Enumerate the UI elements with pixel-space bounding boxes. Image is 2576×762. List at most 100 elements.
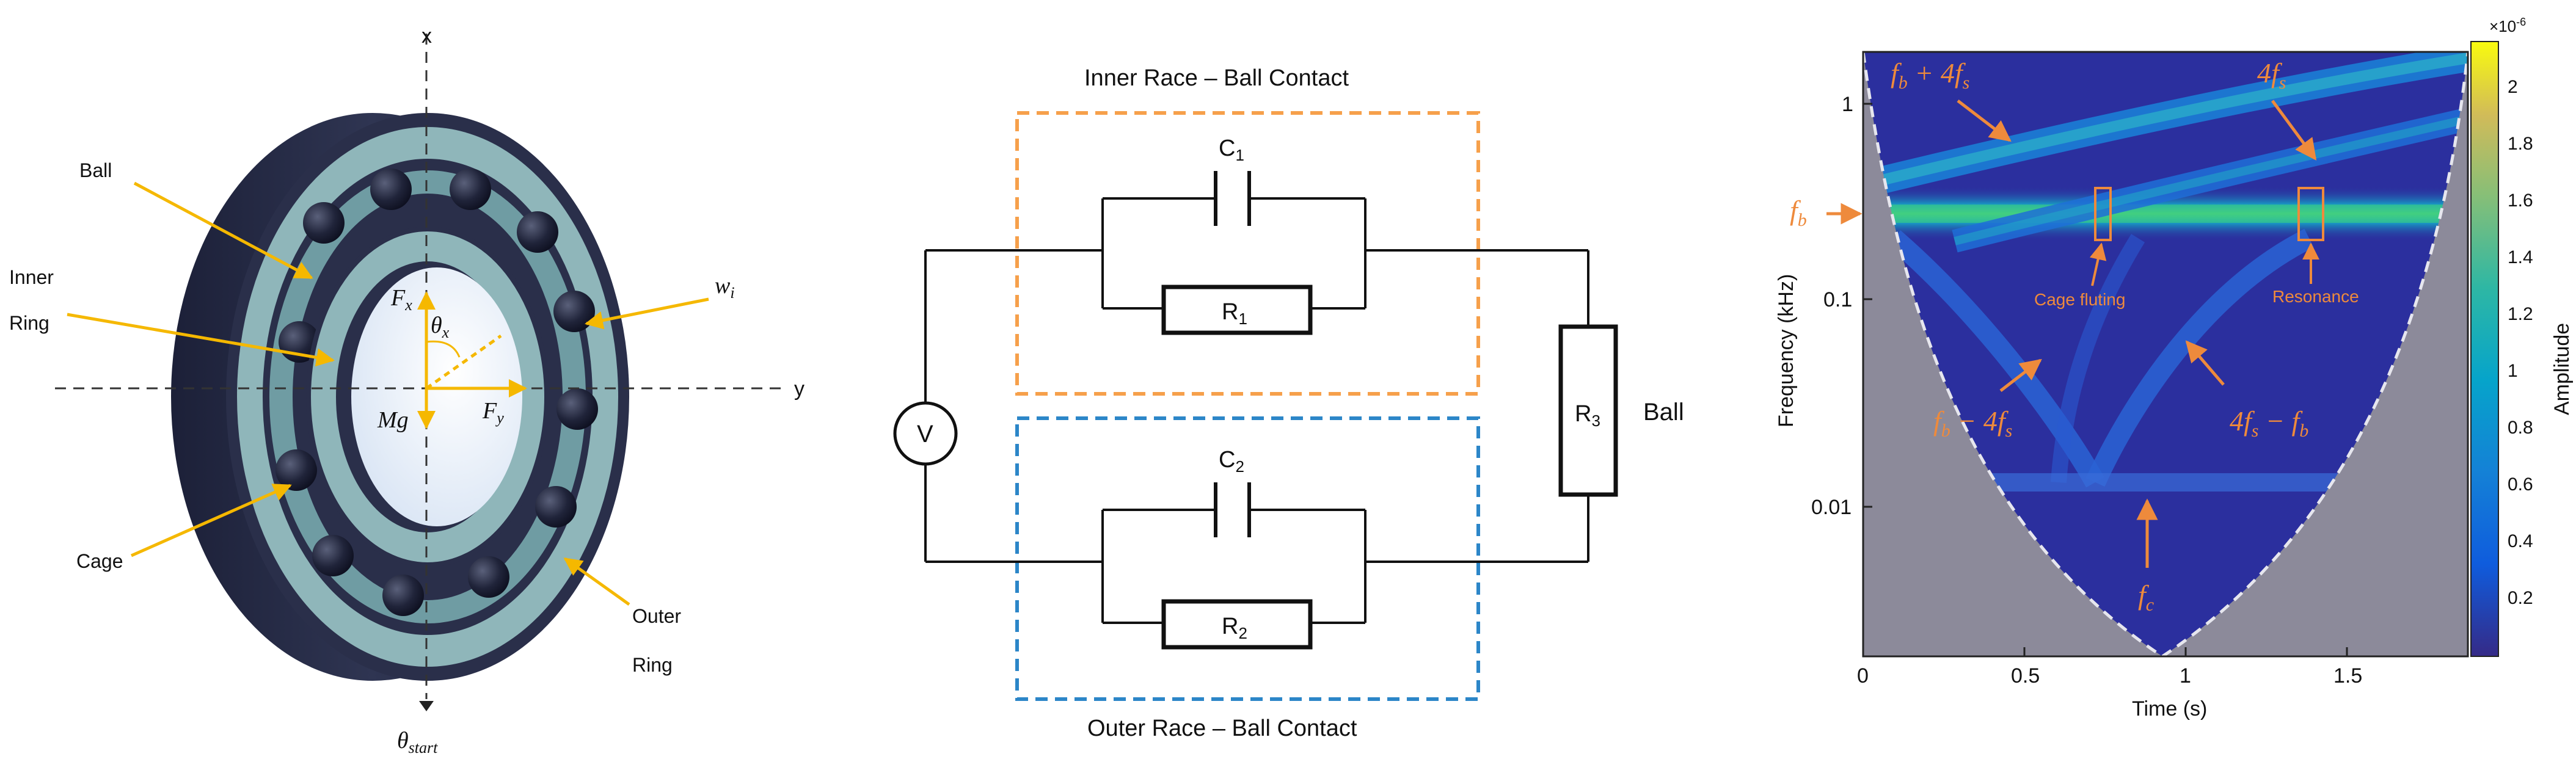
outer-ring-label-2: Ring [632, 654, 673, 676]
ball-label: Ball [79, 159, 112, 181]
inner-contact-box [1015, 111, 1480, 396]
outer-ring-pointer [563, 557, 630, 606]
cage-fluting-label: Cage fluting [2034, 290, 2125, 309]
spectrogram-image [1863, 52, 2468, 656]
y-axis-label: Frequency (kHz) [1775, 274, 1798, 427]
cbar-tick: 0.2 [2508, 588, 2533, 608]
coi-mask-right [2162, 52, 2468, 656]
fb-label: fb [1790, 195, 1807, 230]
cage-fluting-arrow [2089, 242, 2107, 286]
inner-ring-label-1: Inner [9, 266, 54, 288]
wires [924, 197, 1589, 624]
voltage-label: V [917, 421, 933, 448]
fb-minus-4fs-arrow [1999, 358, 2042, 392]
ball-resistor-label: Ball [1643, 399, 1684, 426]
cage-fluting-box [2094, 187, 2112, 241]
ball [468, 556, 509, 598]
axis-y-label: y [794, 377, 805, 401]
theta-arc [426, 340, 461, 358]
cbar-tick: 1 [2508, 361, 2518, 381]
fy-label: Fy [482, 398, 504, 427]
ball [303, 202, 345, 244]
circuit-panel: Inner Race – Ball Contact Outer Race – B… [893, 65, 1684, 741]
fb-plus-4fs-arrow [1957, 100, 2012, 142]
ball-pointer [133, 181, 313, 280]
ball [312, 535, 354, 576]
cbar-tick: 0.8 [2508, 418, 2533, 438]
cbar-tick: 2 [2508, 77, 2518, 97]
c1-label: C1 [1219, 136, 1244, 164]
spectrogram-panel: fb + 4fs 4fs fb Cage fluting Resonance f… [1775, 16, 2574, 720]
mg-label: Mg [377, 407, 409, 433]
y-tick-0.01: 0.01 [1811, 496, 1852, 519]
r2-label: R2 [1222, 614, 1247, 642]
colorbar-exponent: ×10-6 [2489, 16, 2526, 35]
theta-arrow [425, 334, 502, 390]
x-tick-0: 0 [1857, 664, 1869, 688]
capacitor-c1 [1214, 171, 1251, 226]
ball [517, 211, 558, 253]
ball [275, 449, 317, 491]
inner-ring-pointer [67, 313, 335, 367]
resistor-r1 [1161, 285, 1313, 335]
outer-ring-label-1: Outer [632, 605, 681, 627]
fs-minus-fb-band [2085, 228, 2314, 487]
x-tick-1.5: 1.5 [2333, 664, 2362, 688]
y-tick-1: 1 [1842, 93, 1853, 116]
resonance-box [2297, 187, 2324, 241]
colorbar-label: Amplitude [2550, 323, 2574, 415]
bore [351, 267, 522, 526]
theta-start-marker [419, 701, 434, 711]
inner-ring-label-2: Ring [9, 312, 49, 334]
coi-mask-left [1863, 52, 2162, 656]
wi-arrow [585, 297, 709, 330]
colorbar [2470, 41, 2499, 657]
cbar-tick: 0.6 [2508, 474, 2533, 495]
theta-start-label: θstart [397, 728, 438, 757]
ball [556, 388, 598, 430]
cbar-tick: 1.2 [2508, 304, 2533, 324]
x-ticks [1862, 647, 2348, 656]
r3-label: R3 [1575, 401, 1600, 430]
plot-frame [1862, 51, 2469, 658]
wi-label: wi [715, 273, 735, 302]
ball [535, 486, 577, 528]
cage-pointer [130, 484, 292, 557]
ball [370, 169, 412, 210]
fs-minus-fb-label: 4fs − fb [2230, 405, 2308, 441]
fx-label: Fx [390, 285, 412, 314]
ball [450, 169, 491, 210]
four-fs-arrow [2271, 100, 2317, 161]
cage-label: Cage [76, 550, 123, 572]
outer-contact-title: Outer Race – Ball Contact [1087, 716, 1357, 741]
cbar-tick: 1.6 [2508, 191, 2533, 211]
inner-contact-title: Inner Race – Ball Contact [1084, 65, 1349, 91]
theta-x-label: θx [431, 313, 450, 341]
voltage-source [893, 401, 958, 466]
cbar-tick: 0.4 [2508, 531, 2533, 551]
fb-plus-4fs-label: fb + 4fs [1891, 57, 1969, 93]
ball [553, 291, 595, 332]
cbar-tick: 1.8 [2508, 134, 2533, 154]
resonance-label: Resonance [2272, 287, 2359, 306]
balls [275, 169, 598, 616]
coi-boundary [1863, 52, 2468, 656]
bearing-panel: x y Fx θx Fy Mg wi Ball Inner Ring Cage … [9, 24, 805, 757]
r1-label: R1 [1222, 299, 1247, 328]
resistor-r2 [1161, 599, 1313, 650]
ball [382, 575, 424, 616]
c2-label: C2 [1219, 447, 1244, 476]
x-tick-1: 1 [2180, 664, 2191, 688]
capacitor-c2 [1214, 482, 1251, 537]
resistor-r3 [1558, 324, 1618, 497]
cbar-tick: 1.4 [2508, 247, 2533, 267]
outer-contact-box [1015, 416, 1480, 701]
x-tick-0.5: 0.5 [2011, 664, 2040, 688]
fb-band-core [1863, 205, 2468, 223]
y-tick-0.1: 0.1 [1823, 288, 1852, 311]
fs-minus-fb-arrow [2185, 340, 2225, 386]
x-axis-label: Time (s) [2132, 697, 2207, 720]
y-ticks [1863, 103, 1872, 508]
fb-minus-4fs-band [1886, 230, 2104, 488]
